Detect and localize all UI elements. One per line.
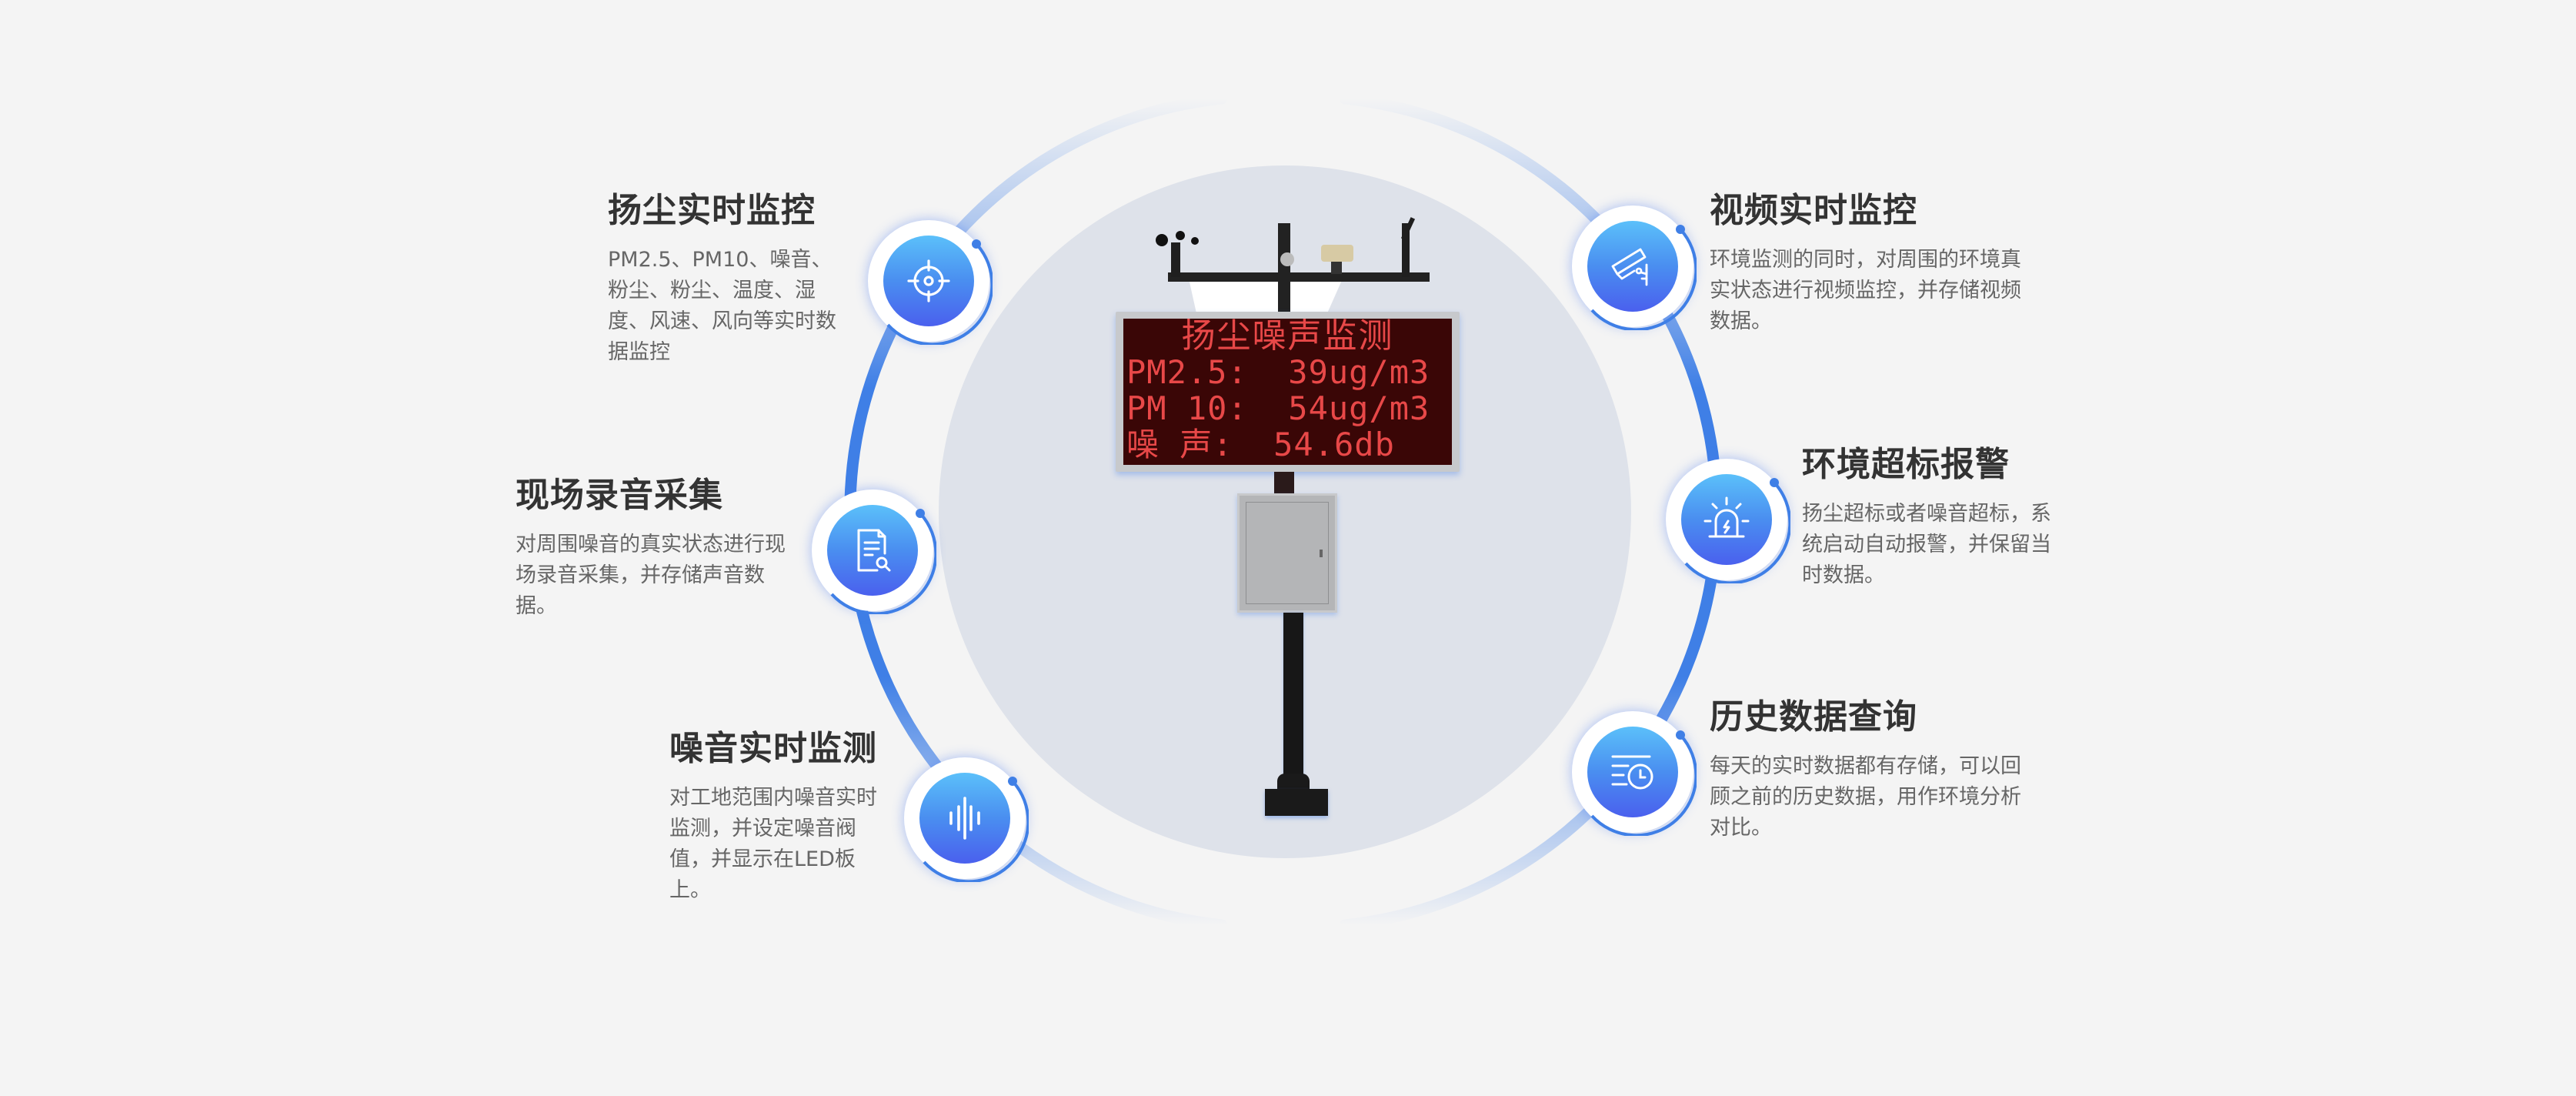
- feature-node-video-monitoring[interactable]: [1572, 206, 1697, 330]
- desc-line: 监测，并设定噪音阀: [669, 817, 856, 840]
- feature-node-noise-monitoring[interactable]: [904, 757, 1029, 882]
- led-line-pm25: PM2.5: 39ug/m3: [1126, 353, 1430, 391]
- alarm-siren-icon: [1703, 496, 1750, 538]
- node-progress-arc: [1590, 730, 1697, 836]
- anemometer-icon: [1171, 242, 1180, 277]
- sound-wave-icon: [949, 797, 980, 840]
- feature-node-dust-monitoring[interactable]: [868, 220, 993, 345]
- feature-description: 对工地范围内噪音实时 监测，并设定噪音阀 值，并显示在LED板 上。: [669, 783, 900, 906]
- noise-sensor: [1321, 245, 1353, 262]
- desc-line: 数据。: [1710, 309, 1772, 333]
- desc-line: 扬尘超标或者噪音超标，系: [1802, 502, 2051, 526]
- desc-line: 对工地范围内噪音实时: [669, 786, 877, 810]
- cabinet-handle: [1320, 550, 1323, 557]
- document-search-icon: [857, 529, 891, 572]
- led-display-panel: 扬尘噪声监测 PM2.5: 39ug/m3 PM 10: 54ug/m3 噪 声…: [1116, 312, 1460, 472]
- desc-line: 据监控: [608, 340, 670, 364]
- device-mast: [1278, 223, 1290, 314]
- sensor-dome: [1280, 252, 1294, 266]
- desc-line: 上。: [669, 878, 711, 902]
- anemometer-cup: [1176, 231, 1185, 240]
- wind-vane-icon: [1402, 223, 1410, 277]
- sensor-crossbar: [1168, 272, 1430, 282]
- control-cabinet: [1237, 493, 1337, 613]
- led-line-noise: 噪 声: 54.6db: [1126, 426, 1395, 463]
- device-pole: [1283, 613, 1303, 782]
- feature-description: 环境监测的同时，对周围的环境真 实状态进行视频监控，并存储视频 数据。: [1710, 245, 2064, 337]
- led-screen: 扬尘噪声监测 PM2.5: 39ug/m3 PM 10: 54ug/m3 噪 声…: [1123, 319, 1452, 465]
- node-progress-arc: [923, 777, 1029, 882]
- feature-title: 环境超标报警: [1802, 445, 2010, 484]
- feature-description: 对周围噪音的真实状态进行现 场录音采集，并存储声音数 据。: [516, 530, 808, 622]
- desc-line: 对周围噪音的真实状态进行现: [516, 533, 786, 556]
- anemometer-cup: [1156, 234, 1168, 246]
- desc-line: 时数据。: [1802, 563, 1885, 587]
- feature-description: 每天的实时数据都有存储，可以回 顾之前的历史数据，用作环境分析 对比。: [1710, 751, 2064, 844]
- feature-title: 扬尘实时监控: [608, 191, 816, 230]
- feature-dust-monitoring: 扬尘实时监控 PM2.5、PM10、噪音、 粉尘、粉尘、温度、湿 度、风速、风向…: [608, 189, 862, 368]
- desc-line: 度、风速、风向等实时数: [608, 309, 836, 333]
- feature-node-history[interactable]: [1572, 711, 1697, 836]
- node-progress-arc: [1590, 225, 1697, 330]
- pole-base: [1265, 789, 1328, 816]
- desc-line: 实状态进行视频监控，并存储视频: [1710, 279, 2021, 302]
- desc-line: 场录音采集，并存储声音数: [516, 563, 765, 587]
- led-line-pm10: PM 10: 54ug/m3: [1126, 389, 1430, 427]
- target-crosshair-icon: [907, 259, 950, 302]
- feature-noise-monitoring: 噪音实时监测 对工地范围内噪音实时 监测，并设定噪音阀 值，并显示在LED板 上…: [669, 727, 900, 906]
- desc-line: 统启动自动报警，并保留当: [1802, 533, 2051, 556]
- node-progress-arc: [1684, 478, 1790, 583]
- desc-line: 值，并显示在LED板: [669, 847, 856, 871]
- device-bracket: [1189, 279, 1343, 313]
- security-camera-icon: [1611, 248, 1648, 286]
- desc-line: 据。: [516, 594, 557, 618]
- noise-sensor-stem: [1331, 260, 1342, 274]
- feature-node-alarm[interactable]: [1666, 459, 1790, 583]
- led-title: 扬尘噪声监测: [1181, 319, 1394, 356]
- feature-title: 噪音实时监测: [669, 729, 877, 768]
- desc-line: 环境监测的同时，对周围的环境真: [1710, 248, 2021, 272]
- feature-title: 历史数据查询: [1710, 697, 1917, 737]
- node-progress-arc: [886, 239, 993, 345]
- feature-history: 历史数据查询 每天的实时数据都有存储，可以回 顾之前的历史数据，用作环境分析 对…: [1710, 696, 2064, 844]
- device-neck: [1274, 472, 1294, 495]
- feature-title: 视频实时监控: [1710, 191, 1917, 230]
- desc-line: 对比。: [1710, 816, 1772, 840]
- cabinet-door: [1246, 502, 1329, 604]
- feature-description: 扬尘超标或者噪音超标，系 统启动自动报警，并保留当 时数据。: [1802, 499, 2110, 591]
- desc-line: 每天的实时数据都有存储，可以回: [1710, 754, 2021, 778]
- feature-audio-recording: 现场录音采集 对周围噪音的真实状态进行现 场录音采集，并存储声音数 据。: [516, 474, 808, 622]
- history-clock-list-icon: [1611, 755, 1653, 790]
- anemometer-cup: [1191, 237, 1199, 245]
- feature-description: PM2.5、PM10、噪音、 粉尘、粉尘、温度、湿 度、风速、风向等实时数 据监…: [608, 245, 862, 368]
- feature-alarm: 环境超标报警 扬尘超标或者噪音超标，系 统启动自动报警，并保留当 时数据。: [1802, 443, 2110, 591]
- desc-line: 顾之前的历史数据，用作环境分析: [1710, 785, 2021, 809]
- feature-node-audio-recording[interactable]: [812, 490, 936, 614]
- desc-line: 粉尘、粉尘、温度、湿: [608, 279, 816, 302]
- desc-line: PM2.5、PM10、噪音、: [608, 248, 833, 272]
- feature-title: 现场录音采集: [516, 476, 723, 515]
- feature-video-monitoring: 视频实时监控 环境监测的同时，对周围的环境真 实状态进行视频监控，并存储视频 数…: [1710, 189, 2064, 337]
- node-progress-arc: [830, 509, 936, 614]
